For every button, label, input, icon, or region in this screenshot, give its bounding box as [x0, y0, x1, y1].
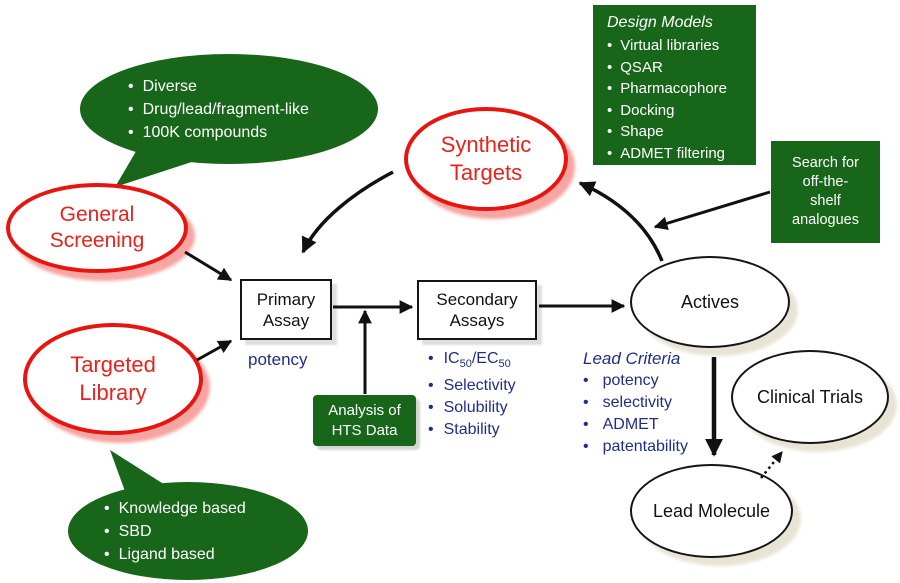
bubble-item-label: Diverse — [142, 77, 197, 95]
design-models-item: Virtual libraries — [607, 35, 756, 57]
search-analogues-box: Search for off-the- shelf analogues — [771, 141, 880, 243]
potency-note: potency — [248, 350, 308, 369]
criteria-item-label: potency — [602, 372, 659, 389]
criteria-item: Stability — [428, 419, 516, 441]
actives-node: Actives — [630, 256, 790, 348]
criteria-item-label: selectivity — [602, 394, 672, 411]
design-models-item: QSAR — [607, 57, 756, 79]
targeted-library-node: Targeted Library — [23, 323, 203, 435]
bubble-item-label: Drug/lead/fragment-like — [142, 100, 309, 118]
bubble-item: Diverse — [128, 75, 378, 98]
criteria-item: selectivity — [583, 392, 688, 414]
bubble-item: Drug/lead/fragment-like — [128, 98, 378, 121]
design-models-item-label: Pharmacophore — [620, 80, 727, 97]
criteria-item: ADMET — [583, 414, 688, 436]
design-models-item-label: QSAR — [620, 58, 663, 76]
design-models-box: Design Models Virtual libraries QSAR Pha… — [593, 5, 756, 165]
lead-criteria-list: Lead Criteria potency selectivity ADMET … — [583, 348, 688, 458]
bubble-item-label: SBD — [118, 522, 152, 540]
design-models-item: Shape — [607, 121, 756, 143]
design-models-item-label: Virtual libraries — [620, 37, 720, 54]
criteria-item-label: IC50/EC50 — [443, 350, 511, 371]
bubble-item: 100K compounds — [128, 121, 378, 144]
hts-analysis-box: Analysis of HTS Data — [313, 395, 416, 446]
arrow-search-box-to-curve — [653, 190, 771, 230]
design-models-item: Pharmacophore — [607, 78, 756, 100]
criteria-item: Solubility — [428, 397, 516, 419]
clinical-trials-node: Clinical Trials — [731, 350, 889, 444]
design-models-item: Docking — [607, 100, 756, 122]
bubble-item: SBD — [104, 520, 308, 543]
criteria-item-label: Selectivity — [443, 377, 516, 395]
criteria-item-label: patentability — [602, 438, 688, 455]
arrow-lead-molecule-to-clinical-trials-dotted — [760, 451, 783, 479]
arrow-targeted-library-to-primary — [196, 339, 233, 362]
bubble-item-label: Ligand based — [118, 545, 215, 563]
design-models-item: ADMET filtering — [607, 143, 756, 165]
bubble-item: Ligand based — [104, 543, 308, 566]
arrow-actives-to-synthetic-targets — [578, 181, 664, 262]
diversity-bubble: Diverse Drug/lead/fragment-like 100K com… — [80, 54, 378, 164]
secondary-assays-box: Secondary Assays — [417, 280, 537, 340]
library-methods-bubble: Knowledge based SBD Ligand based — [68, 482, 308, 580]
general-screening-node: General Screening — [6, 183, 188, 273]
secondary-criteria-list: IC50/EC50 Selectivity Solubility Stabili… — [428, 348, 516, 441]
lead-molecule-node: Lead Molecule — [630, 464, 793, 558]
synthetic-targets-node: Synthetic Targets — [404, 107, 568, 211]
arrow-general-screening-to-primary — [184, 250, 233, 282]
design-models-item-label: Docking — [620, 101, 675, 119]
primary-assay-box: Primary Assay — [240, 279, 332, 340]
criteria-item: potency — [583, 370, 688, 392]
design-models-item-label: ADMET filtering — [620, 144, 726, 162]
design-models-title: Design Models — [607, 14, 713, 31]
lead-criteria-title: Lead Criteria — [583, 349, 681, 368]
criteria-item-label: Solubility — [443, 399, 508, 417]
bubble-item-label: Knowledge based — [118, 499, 246, 517]
bubble-item-label: 100K compounds — [142, 123, 268, 141]
criteria-item: patentability — [583, 436, 688, 458]
design-models-item-label: Shape — [620, 123, 664, 140]
criteria-item-label: Stability — [443, 421, 500, 439]
criteria-item-ic50-ec50: IC50/EC50 — [428, 348, 516, 375]
arrow-synthetic-targets-to-primary — [301, 170, 394, 254]
criteria-item-label: ADMET — [602, 416, 659, 433]
bubble-item: Knowledge based — [104, 497, 308, 520]
criteria-item: Selectivity — [428, 375, 516, 397]
